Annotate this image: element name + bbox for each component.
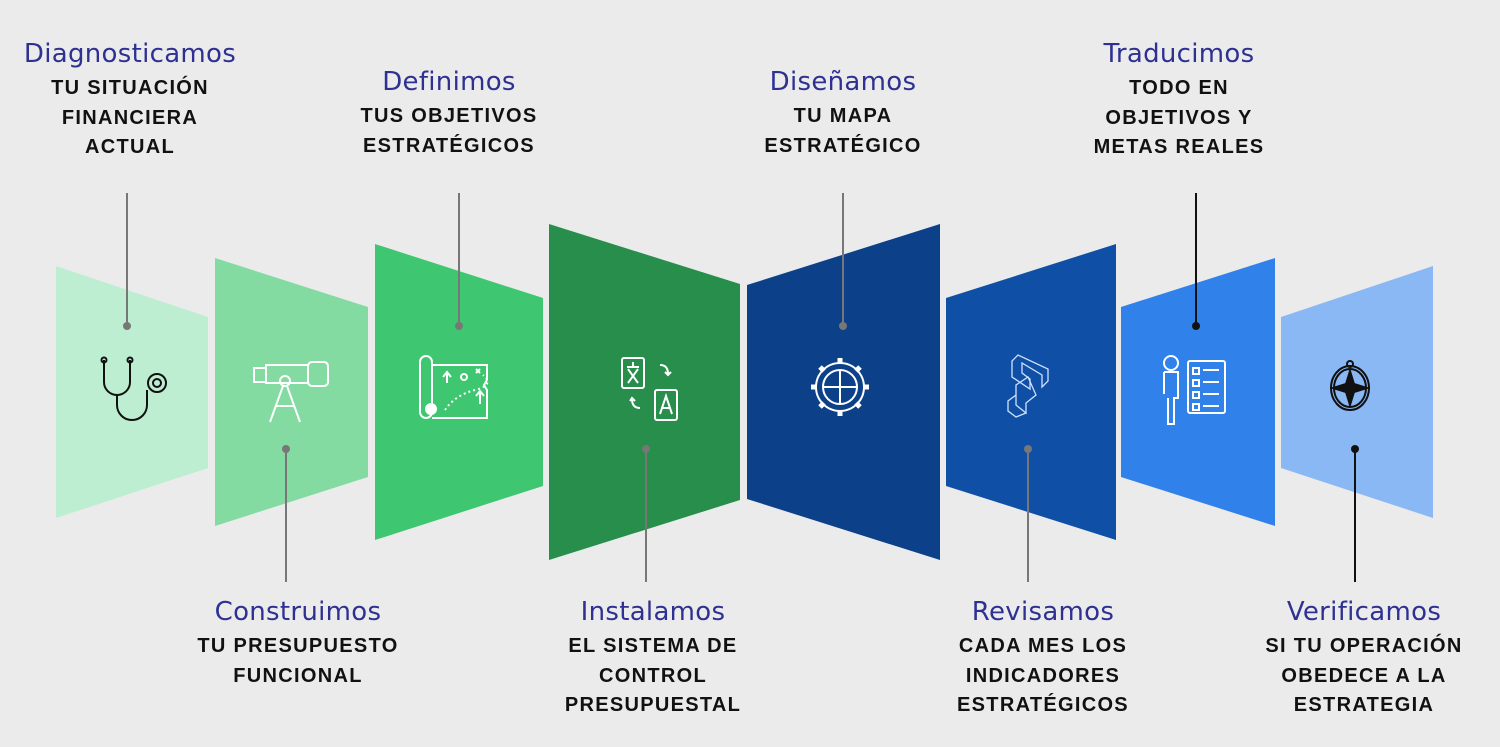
step-subtitle: CADA MES LOS INDICADORES ESTRATÉGICOS bbox=[957, 635, 1129, 716]
step-diagnosticamos: Diagnosticamos TU SITUACIÓN FINANCIERA A… bbox=[0, 38, 280, 163]
compass-icon bbox=[1329, 360, 1371, 411]
connector-dot-3 bbox=[455, 322, 463, 330]
step-traducimos: Traducimos TODO EN OBJETIVOS Y METAS REA… bbox=[1029, 38, 1329, 163]
panel-6 bbox=[946, 244, 1116, 540]
step-verificamos: Verificamos SI TU OPERACIÓN OBEDECE A LA… bbox=[1214, 596, 1500, 721]
step-revisamos: Revisamos CADA MES LOS INDICADORES ESTRA… bbox=[893, 596, 1193, 721]
step-title: Construimos bbox=[214, 597, 382, 627]
panel-2 bbox=[215, 258, 368, 526]
telescope-icon bbox=[253, 361, 329, 423]
step-subtitle: TU SITUACIÓN FINANCIERA ACTUAL bbox=[51, 77, 209, 158]
connector-dot-7 bbox=[1192, 322, 1200, 330]
step-title: Definimos bbox=[382, 67, 516, 97]
connector-dot-6 bbox=[1024, 445, 1032, 453]
gear-icon bbox=[811, 358, 869, 416]
step-title: Diagnosticamos bbox=[23, 39, 237, 69]
connector-dot-2 bbox=[282, 445, 290, 453]
step-subtitle: EL SISTEMA DE CONTROL PRESUPUESTAL bbox=[564, 635, 742, 716]
translate-icon bbox=[621, 357, 678, 421]
step-title: Verificamos bbox=[1286, 597, 1442, 627]
step-title: Diseñamos bbox=[769, 67, 917, 97]
step-title: Revisamos bbox=[971, 597, 1115, 627]
connector-dot-4 bbox=[642, 445, 650, 453]
step-subtitle: TU PRESUPUESTO FUNCIONAL bbox=[197, 635, 399, 687]
stethoscope-icon bbox=[100, 356, 167, 421]
step-definimos: Definimos TUS OBJETIVOS ESTRATÉGICOS bbox=[299, 66, 599, 161]
panel-5 bbox=[747, 224, 940, 560]
checklist-person-icon bbox=[1163, 355, 1226, 425]
connector-dot-8 bbox=[1351, 445, 1359, 453]
panel-1 bbox=[56, 266, 208, 518]
connector-dot-5 bbox=[839, 322, 847, 330]
step-disenamos: Diseñamos TU MAPA ESTRATÉGICO bbox=[693, 66, 993, 161]
step-title: Traducimos bbox=[1103, 39, 1255, 69]
step-instalamos: Instalamos EL SISTEMA DE CONTROL PRESUPU… bbox=[503, 596, 803, 721]
step-construimos: Construimos TU PRESUPUESTO FUNCIONAL bbox=[148, 596, 448, 691]
step-subtitle: TUS OBJETIVOS ESTRATÉGICOS bbox=[360, 105, 538, 157]
panel-3 bbox=[375, 244, 543, 540]
connector-dot-1 bbox=[123, 322, 131, 330]
step-subtitle: TODO EN OBJETIVOS Y METAS REALES bbox=[1093, 77, 1265, 158]
step-title: Instalamos bbox=[580, 597, 726, 627]
treasure-map-icon bbox=[419, 355, 489, 419]
step-subtitle: SI TU OPERACIÓN OBEDECE A LA ESTRATEGIA bbox=[1265, 635, 1463, 716]
3d-block-icon bbox=[1007, 354, 1049, 418]
step-subtitle: TU MAPA ESTRATÉGICO bbox=[764, 105, 922, 157]
panel-4 bbox=[549, 224, 740, 560]
